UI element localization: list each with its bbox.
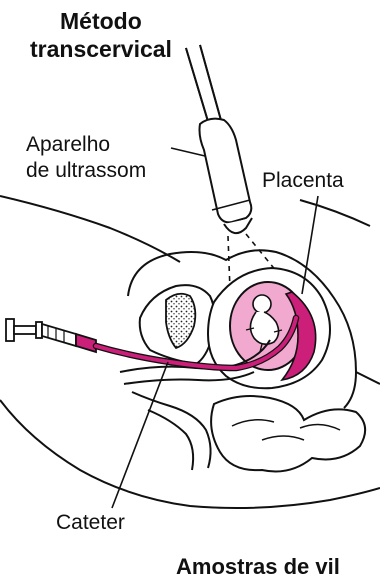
catheter-leader	[112, 362, 168, 508]
abdomen-outline	[300, 200, 370, 226]
ultrasound-leader	[171, 148, 205, 156]
ultrasound-label-line2: de ultrassom	[26, 160, 146, 181]
placenta-label: Placenta	[262, 170, 344, 191]
placenta-leader	[302, 196, 318, 294]
figure-title-line2: transcervical	[30, 38, 172, 61]
bowel-outline	[211, 396, 365, 472]
syringe	[6, 319, 96, 352]
ultrasound-label-line1: Aparelho	[26, 134, 110, 155]
figure-title-line1: Método	[60, 10, 142, 33]
body-outline-upper	[0, 196, 180, 262]
ultrasound-probe	[200, 119, 253, 233]
rectum-outline	[132, 392, 211, 470]
catheter-label: Cateter	[56, 512, 125, 533]
figure-caption: Amostras de vil	[176, 556, 340, 578]
